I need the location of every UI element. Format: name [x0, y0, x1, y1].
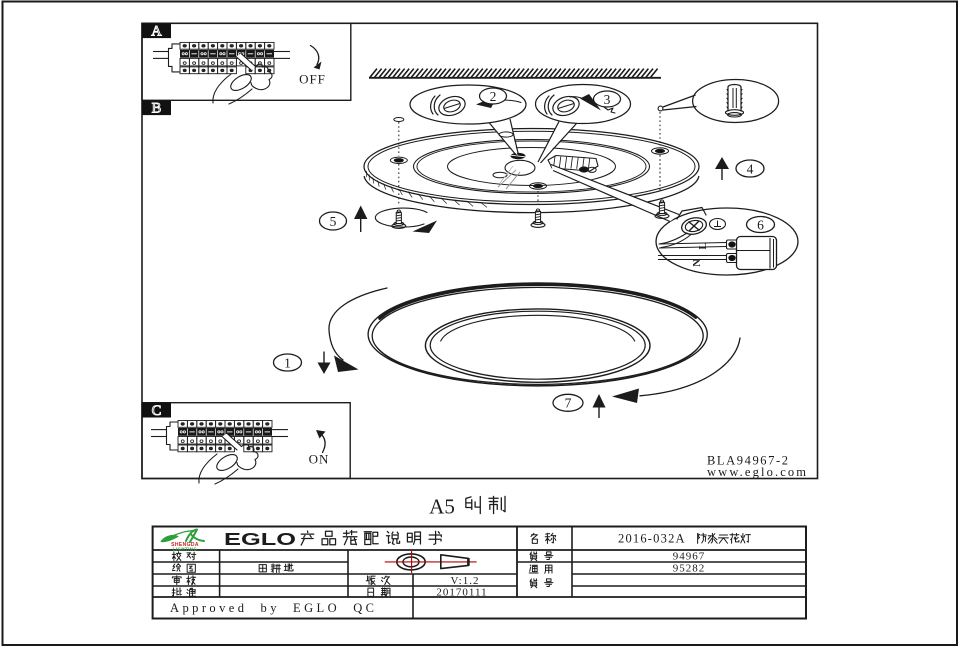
svg-text:OFF: OFF	[299, 72, 326, 87]
svg-text:3: 3	[604, 92, 611, 107]
svg-text:www.eglo.com: www.eglo.com	[707, 465, 806, 479]
svg-text:A5: A5	[429, 495, 455, 519]
svg-text:N: N	[692, 259, 703, 267]
svg-text:94967: 94967	[673, 551, 706, 563]
svg-text:A: A	[151, 24, 162, 40]
svg-text:Approved by EGLO QC: Approved by EGLO QC	[170, 601, 374, 615]
svg-text:1: 1	[284, 355, 291, 370]
svg-text:7: 7	[565, 396, 572, 411]
svg-text:2: 2	[490, 89, 497, 104]
svg-text:V:1.2: V:1.2	[451, 575, 480, 587]
svg-text:BLA94967-2: BLA94967-2	[707, 454, 788, 468]
svg-text:C: C	[152, 403, 162, 419]
svg-text:5: 5	[330, 214, 337, 229]
svg-text:SHENGDA: SHENGDA	[171, 542, 199, 548]
svg-text:L: L	[698, 242, 709, 249]
svg-text:EGLO: EGLO	[224, 529, 296, 549]
svg-text:B: B	[152, 101, 162, 117]
svg-text:6: 6	[757, 217, 764, 232]
svg-text:95282: 95282	[673, 563, 706, 575]
svg-text:LIGHTING: LIGHTING	[173, 547, 198, 552]
svg-text:ON: ON	[309, 452, 330, 467]
svg-text:4: 4	[747, 161, 754, 176]
svg-text:20170111: 20170111	[436, 587, 487, 599]
svg-text:2016-032A: 2016-032A	[618, 532, 686, 546]
